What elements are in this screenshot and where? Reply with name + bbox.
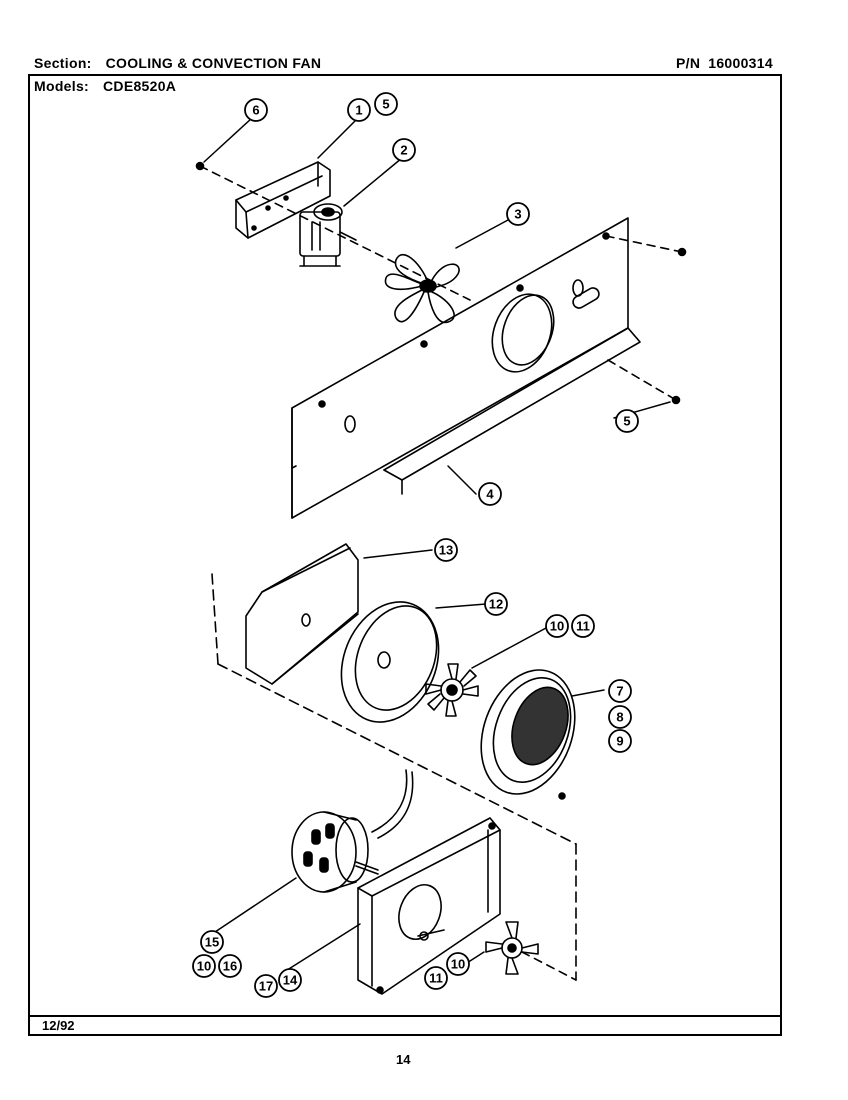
models-header: Models: CDE8520A (34, 78, 176, 94)
callout-c3: 3 (506, 202, 530, 226)
callout-number: 8 (616, 710, 623, 725)
screw-6 (195, 161, 205, 171)
callout-c8: 8 (608, 705, 632, 729)
back-plate (245, 543, 359, 685)
callout-c17: 17 (254, 974, 278, 998)
callout-c16: 16 (218, 954, 242, 978)
screw-5-top (677, 247, 687, 257)
callout-number: 3 (514, 207, 521, 222)
callout-c7: 7 (608, 679, 632, 703)
callout-c2: 2 (392, 138, 416, 162)
callout-number: 17 (259, 979, 273, 994)
page-number: 14 (396, 1052, 411, 1067)
callout-c15: 15 (200, 930, 224, 954)
callout-c10b: 10 (192, 954, 216, 978)
cooling-fan-motor (299, 203, 357, 267)
callout-c11b: 11 (424, 966, 448, 990)
convection-grille (480, 669, 576, 800)
callout-number: 10 (451, 957, 465, 972)
diagram-frame (28, 74, 782, 1036)
motor-bracket (235, 161, 331, 239)
callout-c10c: 10 (446, 952, 470, 976)
callout-number: 5 (623, 414, 630, 429)
assembly-axis-top (199, 165, 471, 301)
callout-number: 10 (197, 959, 211, 974)
cooling-fan-wheel (485, 921, 539, 975)
callout-number: 6 (252, 103, 259, 118)
callout-number: 9 (616, 734, 623, 749)
part-number-header: P/N 16000314 (676, 55, 773, 71)
models-label: Models: (34, 78, 89, 94)
callout-number: 15 (205, 935, 219, 950)
section-label: Section: (34, 55, 92, 71)
motor-mount-plate (357, 817, 501, 995)
callout-c12: 12 (484, 592, 508, 616)
models-value: CDE8520A (103, 78, 177, 94)
part-number-value: 16000314 (708, 55, 773, 71)
footer-divider (28, 1015, 782, 1017)
callout-c10a: 10 (545, 614, 569, 638)
callout-number: 12 (489, 597, 503, 612)
callout-c4: 4 (478, 482, 502, 506)
callout-number: 2 (400, 143, 407, 158)
callout-c5b: 5 (615, 409, 639, 433)
callout-c1: 1 (347, 98, 371, 122)
screw-5-bottom (671, 395, 681, 405)
callout-number: 11 (576, 619, 590, 634)
callout-number: 4 (486, 487, 494, 502)
callout-c13: 13 (434, 538, 458, 562)
assembly-outline-bottom (217, 663, 577, 845)
callout-c9: 9 (608, 729, 632, 753)
callout-c14: 14 (278, 968, 302, 992)
revision-date: 12/92 (42, 1018, 75, 1033)
callout-number: 11 (429, 971, 443, 986)
part-number-label: P/N (676, 55, 701, 71)
callout-number: 5 (382, 97, 389, 112)
convection-fan-motor (291, 811, 379, 893)
fan-blade (384, 253, 460, 324)
callout-c6: 6 (244, 98, 268, 122)
callout-number: 1 (355, 103, 362, 118)
callout-c11a: 11 (571, 614, 595, 638)
convection-fan-wheel (425, 663, 479, 717)
section-title: COOLING & CONVECTION FAN (105, 55, 322, 71)
section-header: Section: COOLING & CONVECTION FAN (34, 55, 321, 71)
callout-number: 13 (439, 543, 453, 558)
callout-number: 16 (223, 959, 237, 974)
motor-wires (371, 769, 408, 833)
callout-number: 7 (616, 684, 623, 699)
duct-ring (340, 601, 440, 723)
callout-number: 14 (283, 973, 298, 988)
fan-panel (291, 217, 641, 519)
assembly-outline-left (211, 573, 219, 665)
callout-number: 10 (550, 619, 564, 634)
callout-c5a: 5 (374, 92, 398, 116)
